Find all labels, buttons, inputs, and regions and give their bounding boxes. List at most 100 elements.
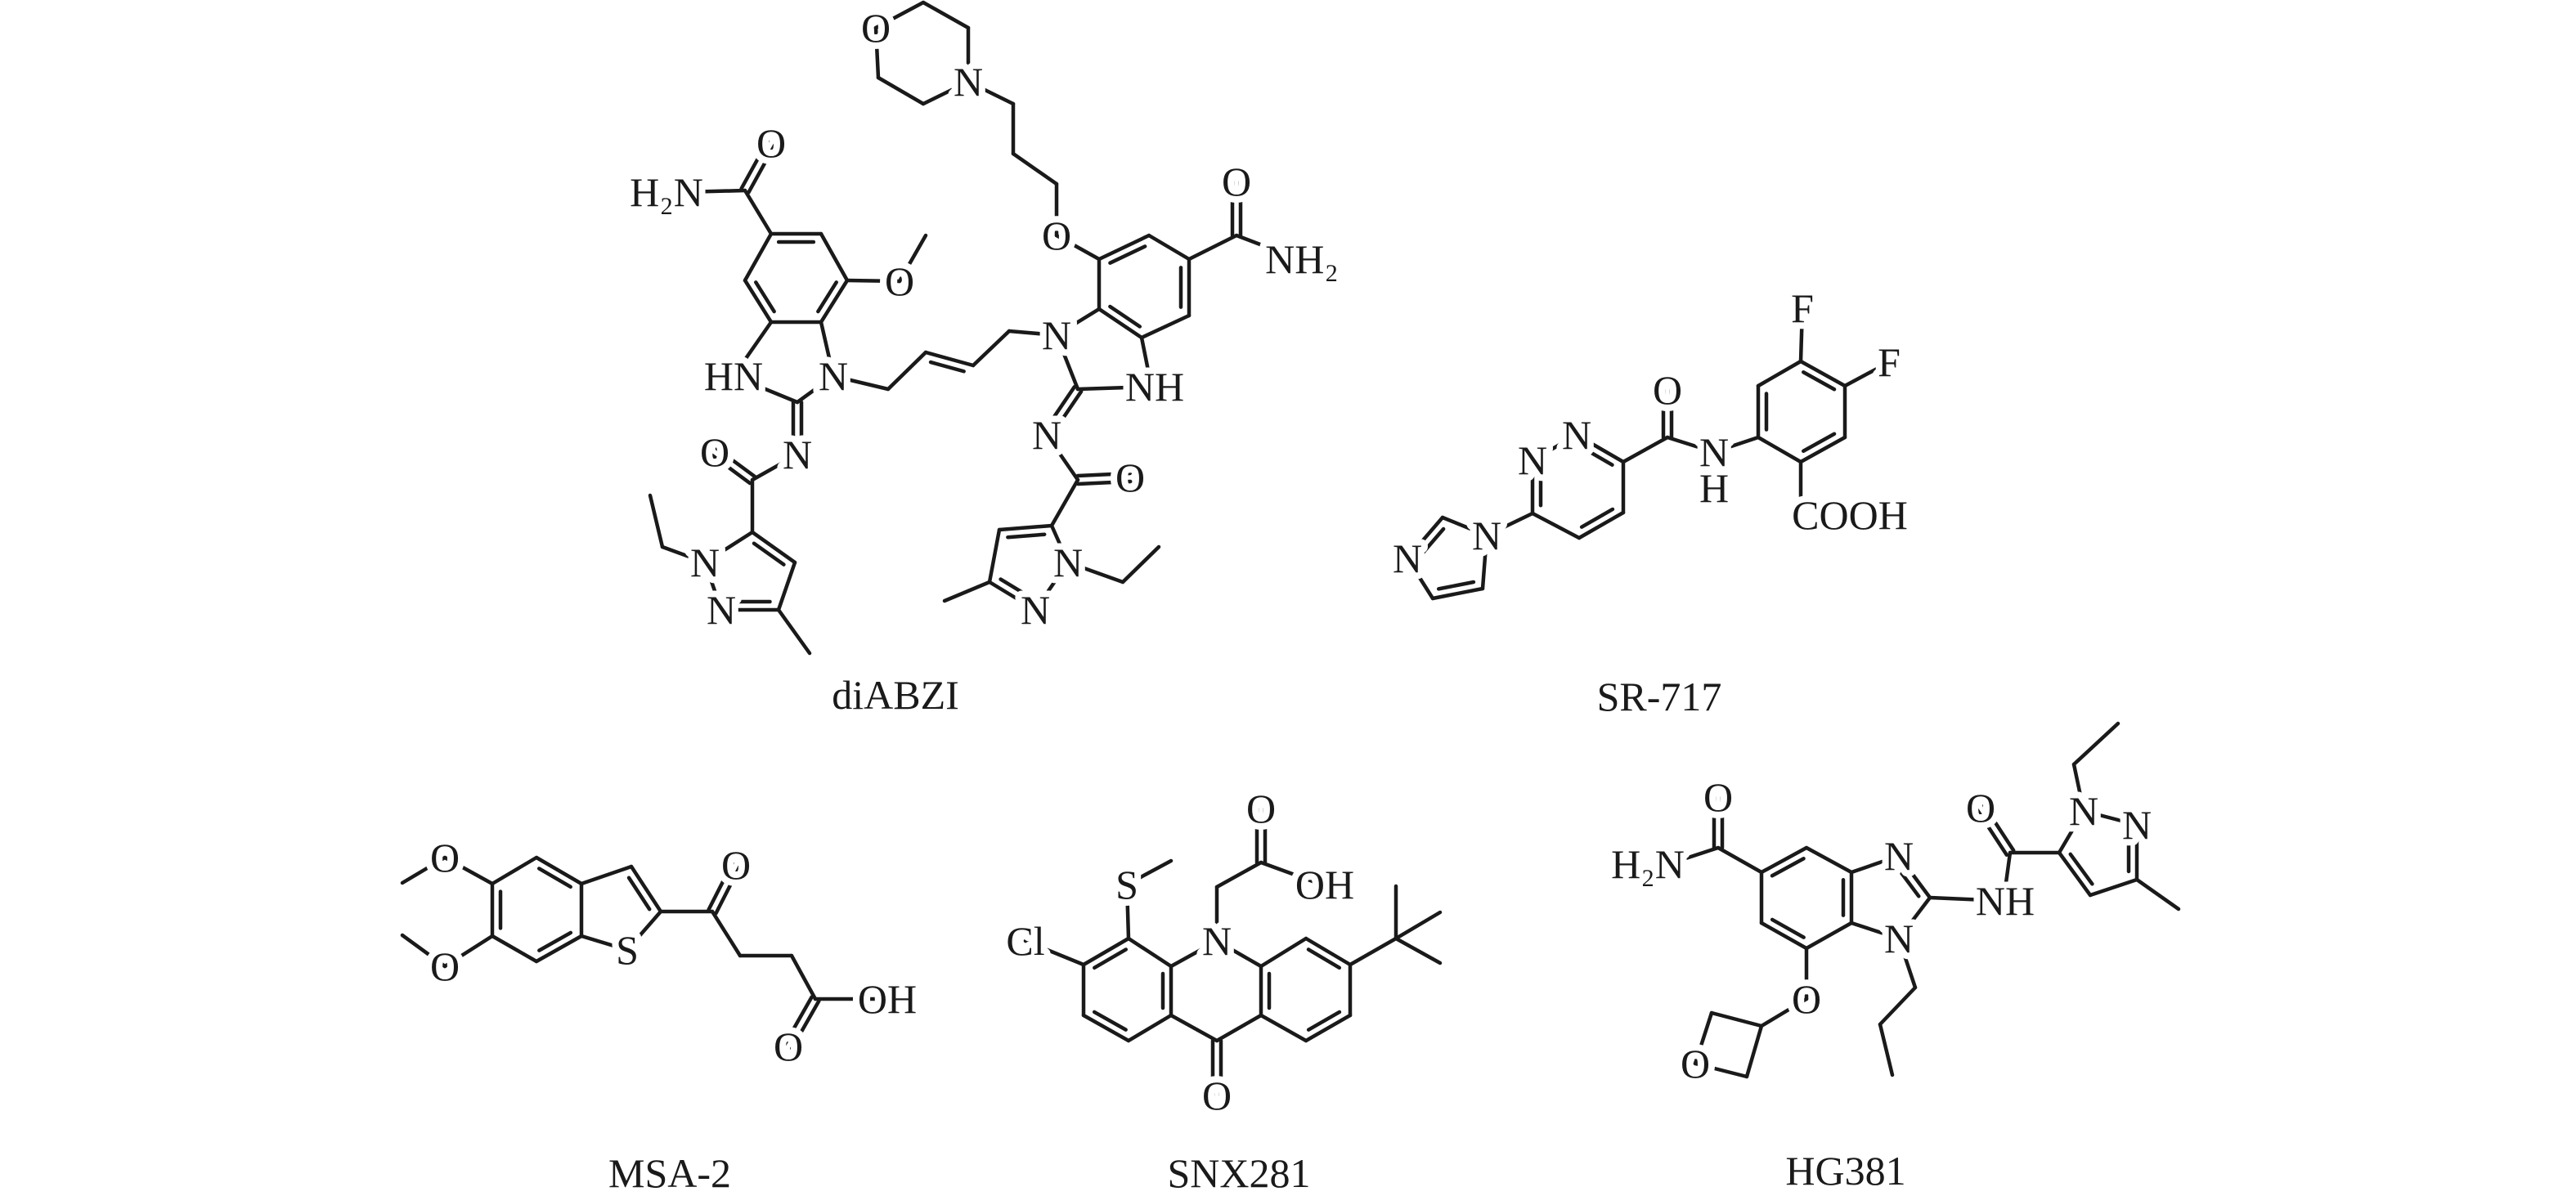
bond (1169, 1013, 1219, 1043)
molecule-diabzi-atoms: H₂N O O HN N N O N N N NH N O N N O N O … (623, 0, 1345, 718)
atom-label: O (1222, 159, 1251, 204)
bond (1304, 1013, 1353, 1043)
bond (1108, 304, 1142, 329)
atom-label: N (707, 587, 736, 633)
atom-label: H (1699, 465, 1729, 511)
bond (1066, 560, 1125, 585)
bond (629, 864, 663, 914)
bond (1054, 307, 1102, 338)
bond (660, 544, 707, 565)
bond (2088, 877, 2139, 898)
atom-label: O (1681, 1041, 1710, 1086)
bond (795, 374, 836, 405)
atom-label: F (1791, 285, 1814, 331)
bond (400, 933, 447, 969)
bond (1124, 858, 1174, 887)
atom-label: N (1042, 312, 1071, 358)
bond (442, 934, 495, 969)
atom-label: O (1115, 455, 1145, 500)
atom-label: O (700, 429, 729, 475)
bond (1896, 895, 1932, 941)
bond (1075, 479, 1133, 486)
bond (2134, 877, 2181, 912)
atom-label: O (430, 943, 460, 989)
bond (2071, 721, 2120, 767)
atom-label: O (1246, 786, 1276, 831)
bond (1393, 936, 1443, 965)
bond (747, 143, 777, 195)
bond (1693, 1010, 1714, 1066)
compound-name-msa2: MSA-2 (608, 1150, 731, 1196)
bond (1187, 233, 1239, 262)
bond (1139, 335, 1154, 389)
atom-label: S (616, 927, 639, 973)
bond (648, 493, 665, 549)
bond (579, 864, 634, 886)
bond (1006, 532, 1047, 540)
atom-label: O (430, 835, 460, 880)
bond (714, 865, 742, 916)
bond (971, 329, 1012, 368)
atom-label: N (819, 353, 848, 399)
bond (715, 446, 757, 479)
bond (1896, 936, 1918, 990)
bond (789, 953, 818, 1001)
bond (819, 320, 836, 379)
molecule-hg381-atoms: O H₂N N N NH O N N O O HG381 (1604, 768, 2158, 1194)
atom-label: N (1053, 540, 1083, 585)
bond (1416, 526, 1446, 560)
bond (2068, 852, 2094, 886)
bond (1798, 435, 1847, 464)
bond (743, 278, 774, 325)
bond (873, 25, 881, 80)
bond (1214, 938, 1263, 969)
atom-label: Cl (1006, 918, 1044, 964)
bond (680, 188, 747, 195)
atom-label: N (2122, 802, 2152, 848)
bond (1306, 947, 1342, 970)
bond (1054, 233, 1102, 262)
bond (1436, 580, 1476, 591)
atom-label: O (1653, 367, 1682, 413)
atom-label: O (774, 1024, 803, 1069)
bond (776, 560, 797, 612)
bond (1666, 845, 1721, 867)
bond (1214, 1013, 1263, 1043)
bond (1756, 359, 1803, 388)
compound-name-sr717: SR-717 (1597, 674, 1722, 719)
bond (987, 580, 1038, 612)
bond (1092, 1010, 1128, 1032)
bond (1147, 233, 1192, 262)
bond (1234, 233, 1301, 262)
bond (579, 934, 630, 952)
bond (1214, 860, 1263, 889)
bond (1878, 1022, 1895, 1077)
bond (1169, 938, 1219, 969)
bond (942, 580, 992, 603)
atom-label: N (1472, 513, 1501, 558)
bond (873, 0, 926, 30)
bond (999, 577, 1035, 601)
bond (1849, 921, 1901, 941)
bond (1801, 432, 1837, 454)
bond (1798, 306, 1805, 364)
bond (876, 75, 926, 106)
bond (1093, 947, 1129, 970)
atom-label: N (783, 432, 812, 477)
bond (776, 607, 812, 656)
bond (400, 855, 447, 885)
bond (1895, 865, 1921, 898)
atom-label: O (1202, 1073, 1232, 1118)
bond (1081, 1013, 1131, 1043)
bond (625, 909, 663, 952)
atom-label: OH (1295, 862, 1354, 907)
bond (1139, 313, 1192, 340)
bond (1530, 511, 1582, 540)
bond (750, 452, 800, 482)
atom-label: H₂N (1611, 841, 1685, 887)
bond (2071, 762, 2086, 813)
bond (1798, 359, 1847, 388)
bond (1849, 853, 1901, 875)
atom-label: N (1032, 412, 1061, 458)
